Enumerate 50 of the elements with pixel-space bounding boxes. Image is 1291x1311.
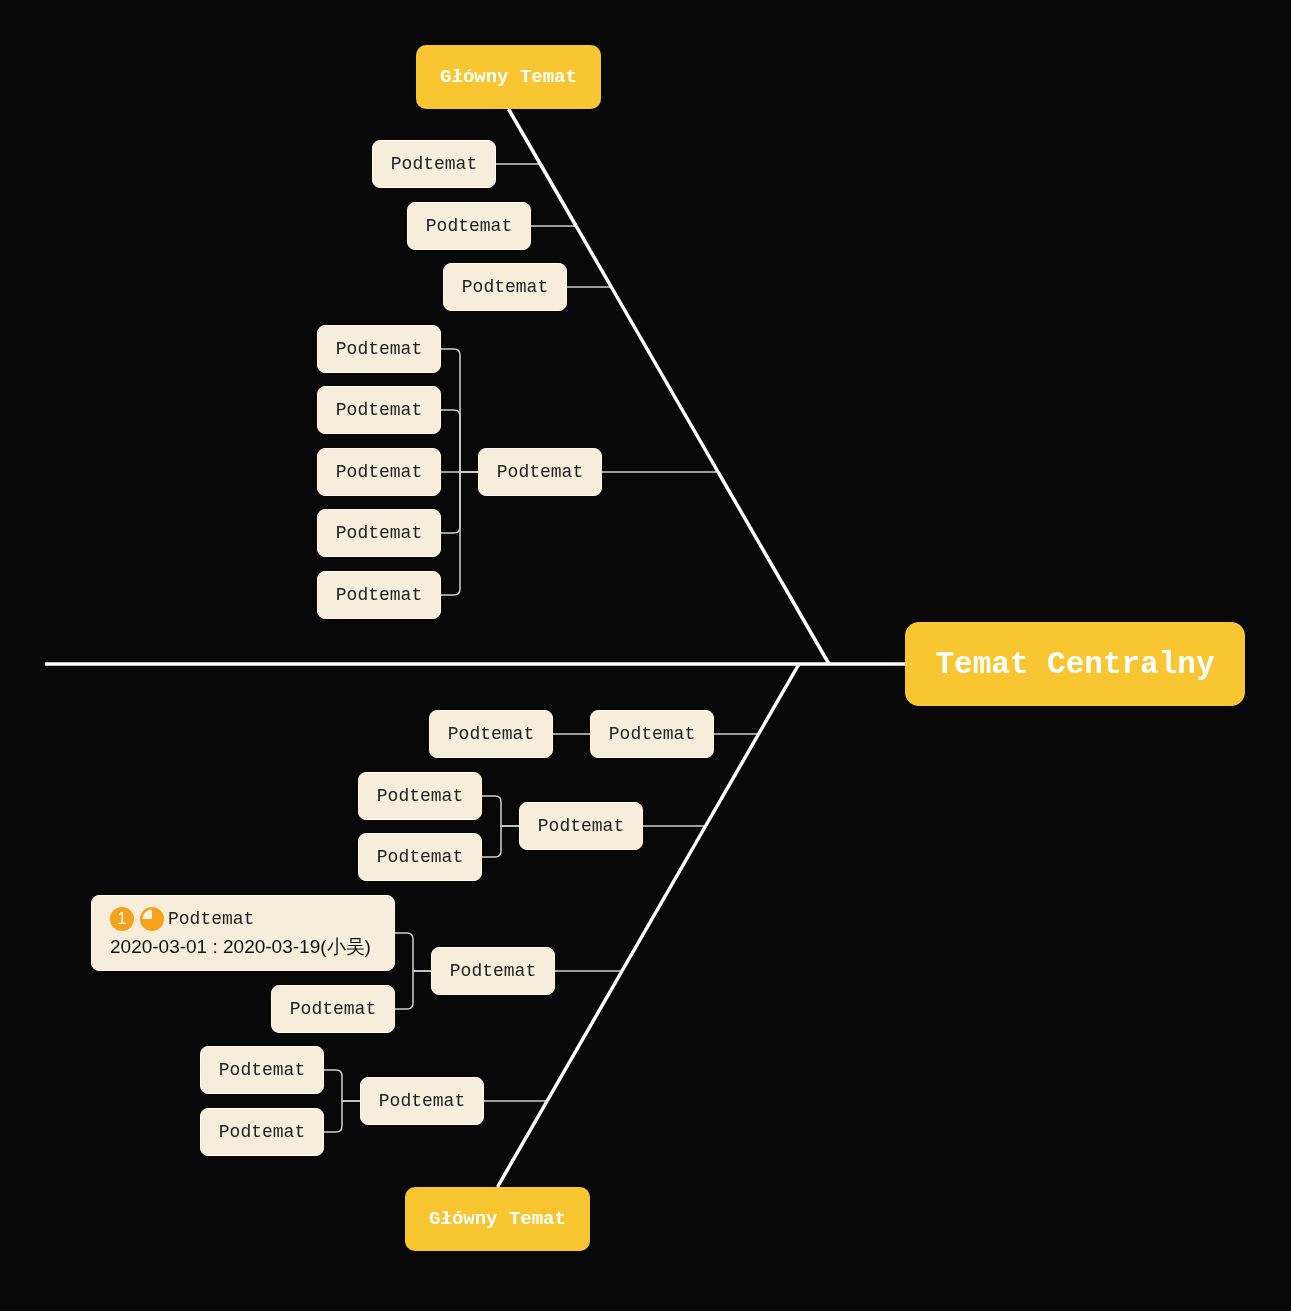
priority-badge: 1 — [110, 907, 134, 931]
bone-line — [538, 163, 578, 227]
subtopic-box: Podtemat — [372, 140, 496, 188]
subtopic-box: Podtemat — [317, 325, 441, 373]
connector-line — [554, 970, 623, 972]
bone-line — [704, 733, 761, 827]
subtopic-box: Podtemat — [519, 802, 643, 850]
subtopic-box: Podtemat — [200, 1046, 324, 1094]
bone-line — [620, 825, 708, 972]
bone-line — [507, 108, 542, 165]
bone-line — [496, 1100, 549, 1188]
connector-line — [481, 825, 520, 858]
connector-line — [566, 286, 613, 288]
connector-line — [552, 733, 591, 735]
subtopic-box: Podtemat — [478, 448, 602, 496]
subtopic-box: Podtemat — [317, 509, 441, 557]
subtopic-box: Podtemat — [317, 386, 441, 434]
central-topic-box: Temat Centralny — [905, 622, 1245, 706]
subtopic-box: Podtemat — [317, 448, 441, 496]
connector-line — [440, 471, 479, 596]
connector-line — [642, 825, 707, 827]
subtopic-box: Podtemat — [360, 1077, 484, 1125]
subtopic-box: Podtemat — [429, 710, 553, 758]
connector-line — [530, 225, 577, 227]
subtopic-box: Podtemat — [358, 833, 482, 881]
topic-label: Podtemat — [168, 908, 255, 931]
subtopic-box: Podtemat — [407, 202, 531, 250]
bone-line — [545, 970, 624, 1102]
connector-line — [713, 733, 760, 735]
main-topic-box: Główny Temat — [405, 1187, 590, 1251]
subtopic-box: Podtemat — [358, 772, 482, 820]
subtopic-box: Podtemat — [317, 571, 441, 619]
bone-line — [716, 471, 831, 665]
subtopic-box: Podtemat — [271, 985, 395, 1033]
date-range: 2020-03-01 : 2020-03-19(小吴) — [110, 935, 371, 959]
bone-line — [574, 225, 613, 288]
subtopic-box: Podtemat — [431, 947, 555, 995]
bone-line — [609, 286, 720, 473]
subtopic-box — [91, 895, 395, 971]
connector-line — [601, 471, 719, 473]
bone-line — [757, 663, 801, 735]
connector-line — [483, 1100, 548, 1102]
connector-line — [495, 163, 542, 165]
subtopic-box: Podtemat — [443, 263, 567, 311]
subtopic-box: Podtemat — [200, 1108, 324, 1156]
spine-line — [45, 662, 799, 666]
subtopic-box: Podtemat — [590, 710, 714, 758]
spine-line — [829, 662, 905, 666]
main-topic-box: Główny Temat — [416, 45, 601, 109]
spine-line — [799, 662, 829, 666]
